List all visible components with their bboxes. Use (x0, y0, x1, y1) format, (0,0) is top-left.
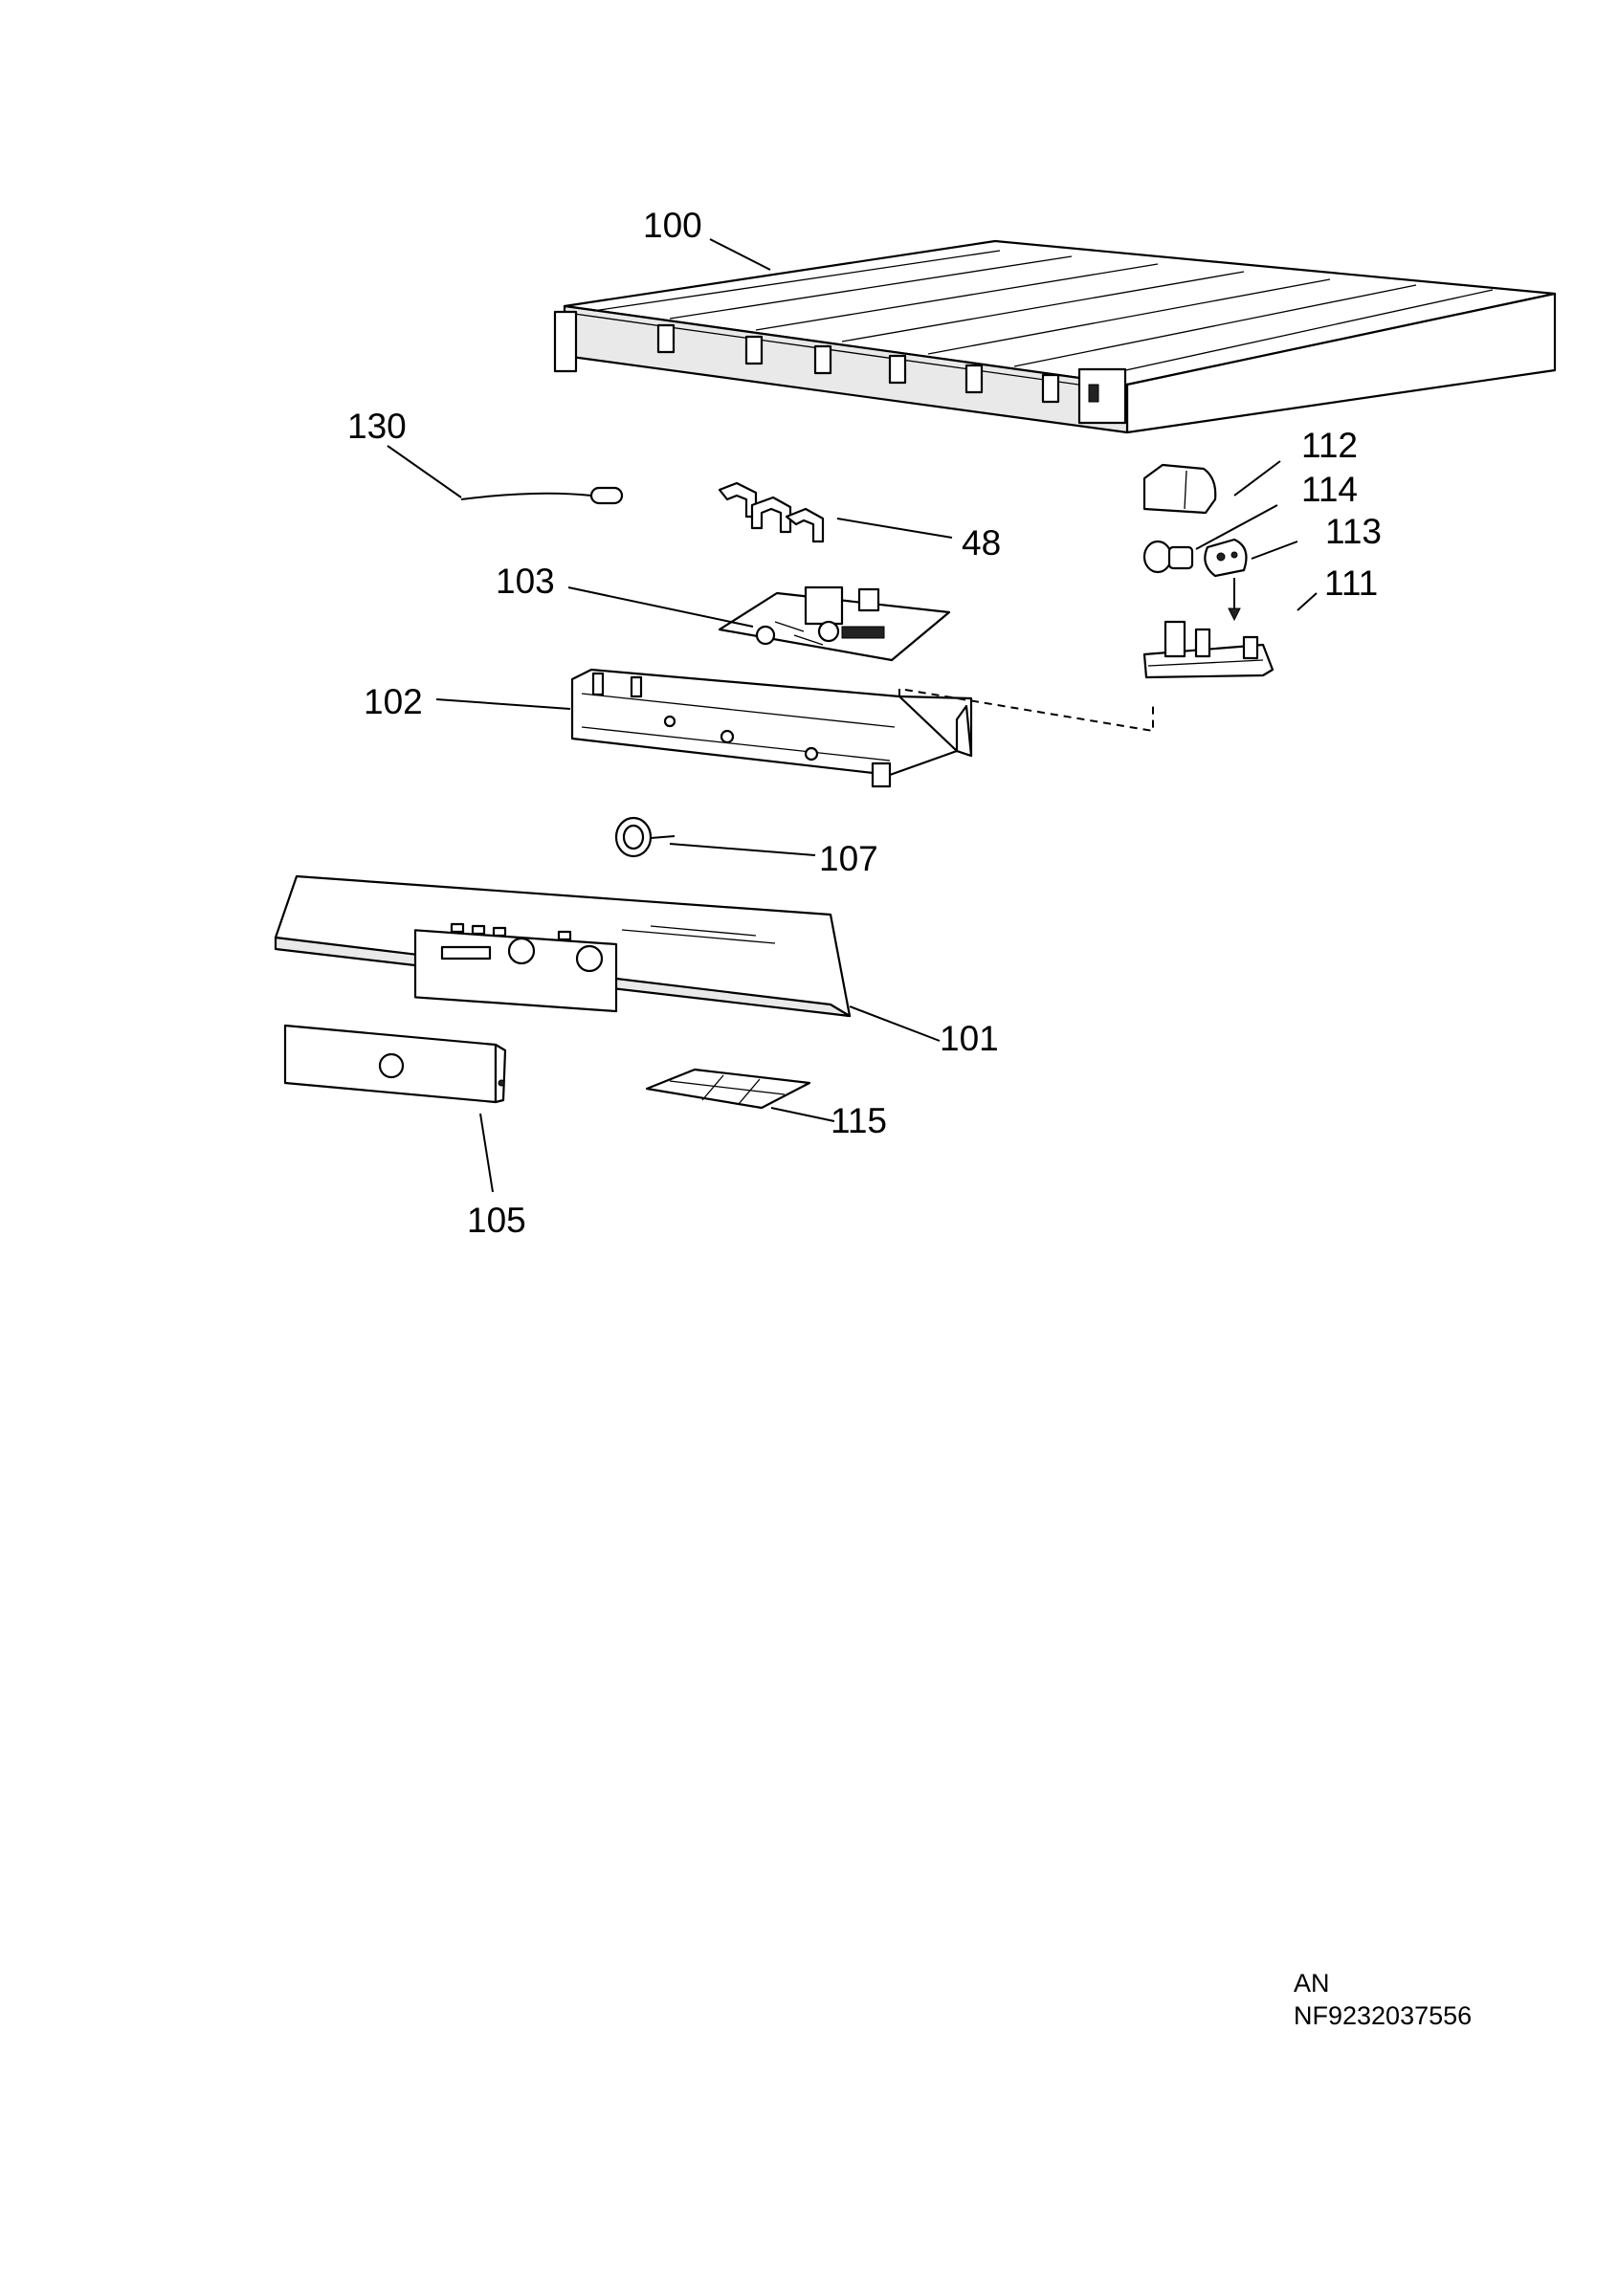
leader-114 (1195, 504, 1278, 550)
callout-115: 115 (831, 1101, 887, 1140)
part-114-bulb (1142, 540, 1194, 574)
drawing-code-line-2: NF9232037556 (1294, 2001, 1473, 2030)
leader-100 (709, 238, 771, 271)
leader-130 (387, 445, 462, 498)
part-111-lamp-base (1142, 620, 1274, 679)
callout-111: 111 (1324, 563, 1378, 603)
leader-102 (435, 698, 571, 710)
part-115-filter (645, 1068, 811, 1110)
callout-107: 107 (819, 839, 878, 878)
leader-48 (836, 518, 953, 539)
part-112-lamp-cover (1142, 463, 1217, 515)
callout-48: 48 (962, 523, 1001, 563)
part-100-top-panel (553, 239, 1557, 434)
drawing-code-line-1: AN (1294, 1969, 1330, 1998)
part-48-connector (718, 481, 825, 543)
part-105-cover (283, 1024, 507, 1104)
leader-105 (479, 1113, 494, 1193)
part-113-lamp-holder (1204, 538, 1248, 622)
leader-107 (669, 843, 816, 856)
callout-112: 112 (1301, 426, 1358, 465)
callout-130: 130 (347, 407, 407, 446)
callout-113: 113 (1325, 512, 1382, 551)
part-102-housing (570, 668, 973, 788)
callout-102: 102 (364, 682, 423, 721)
leader-115 (770, 1107, 835, 1122)
part-130-sensor (460, 486, 624, 505)
callout-100: 100 (643, 206, 702, 245)
callout-114: 114 (1301, 470, 1358, 509)
leader-101 (849, 1005, 941, 1042)
part-101-control-panel (274, 874, 852, 1018)
part-107-knob (614, 816, 676, 858)
part-103-pcb (718, 585, 951, 662)
callout-101: 101 (940, 1019, 999, 1058)
leader-113 (1251, 541, 1298, 560)
leader-112 (1233, 460, 1281, 497)
callout-103: 103 (496, 562, 555, 601)
dashed-connection-line (898, 687, 1154, 733)
leader-103 (567, 586, 754, 628)
leader-111 (1297, 592, 1318, 611)
callout-105: 105 (467, 1201, 526, 1240)
drawing-code-block: AN NF9232037556 (1294, 1967, 1472, 2032)
